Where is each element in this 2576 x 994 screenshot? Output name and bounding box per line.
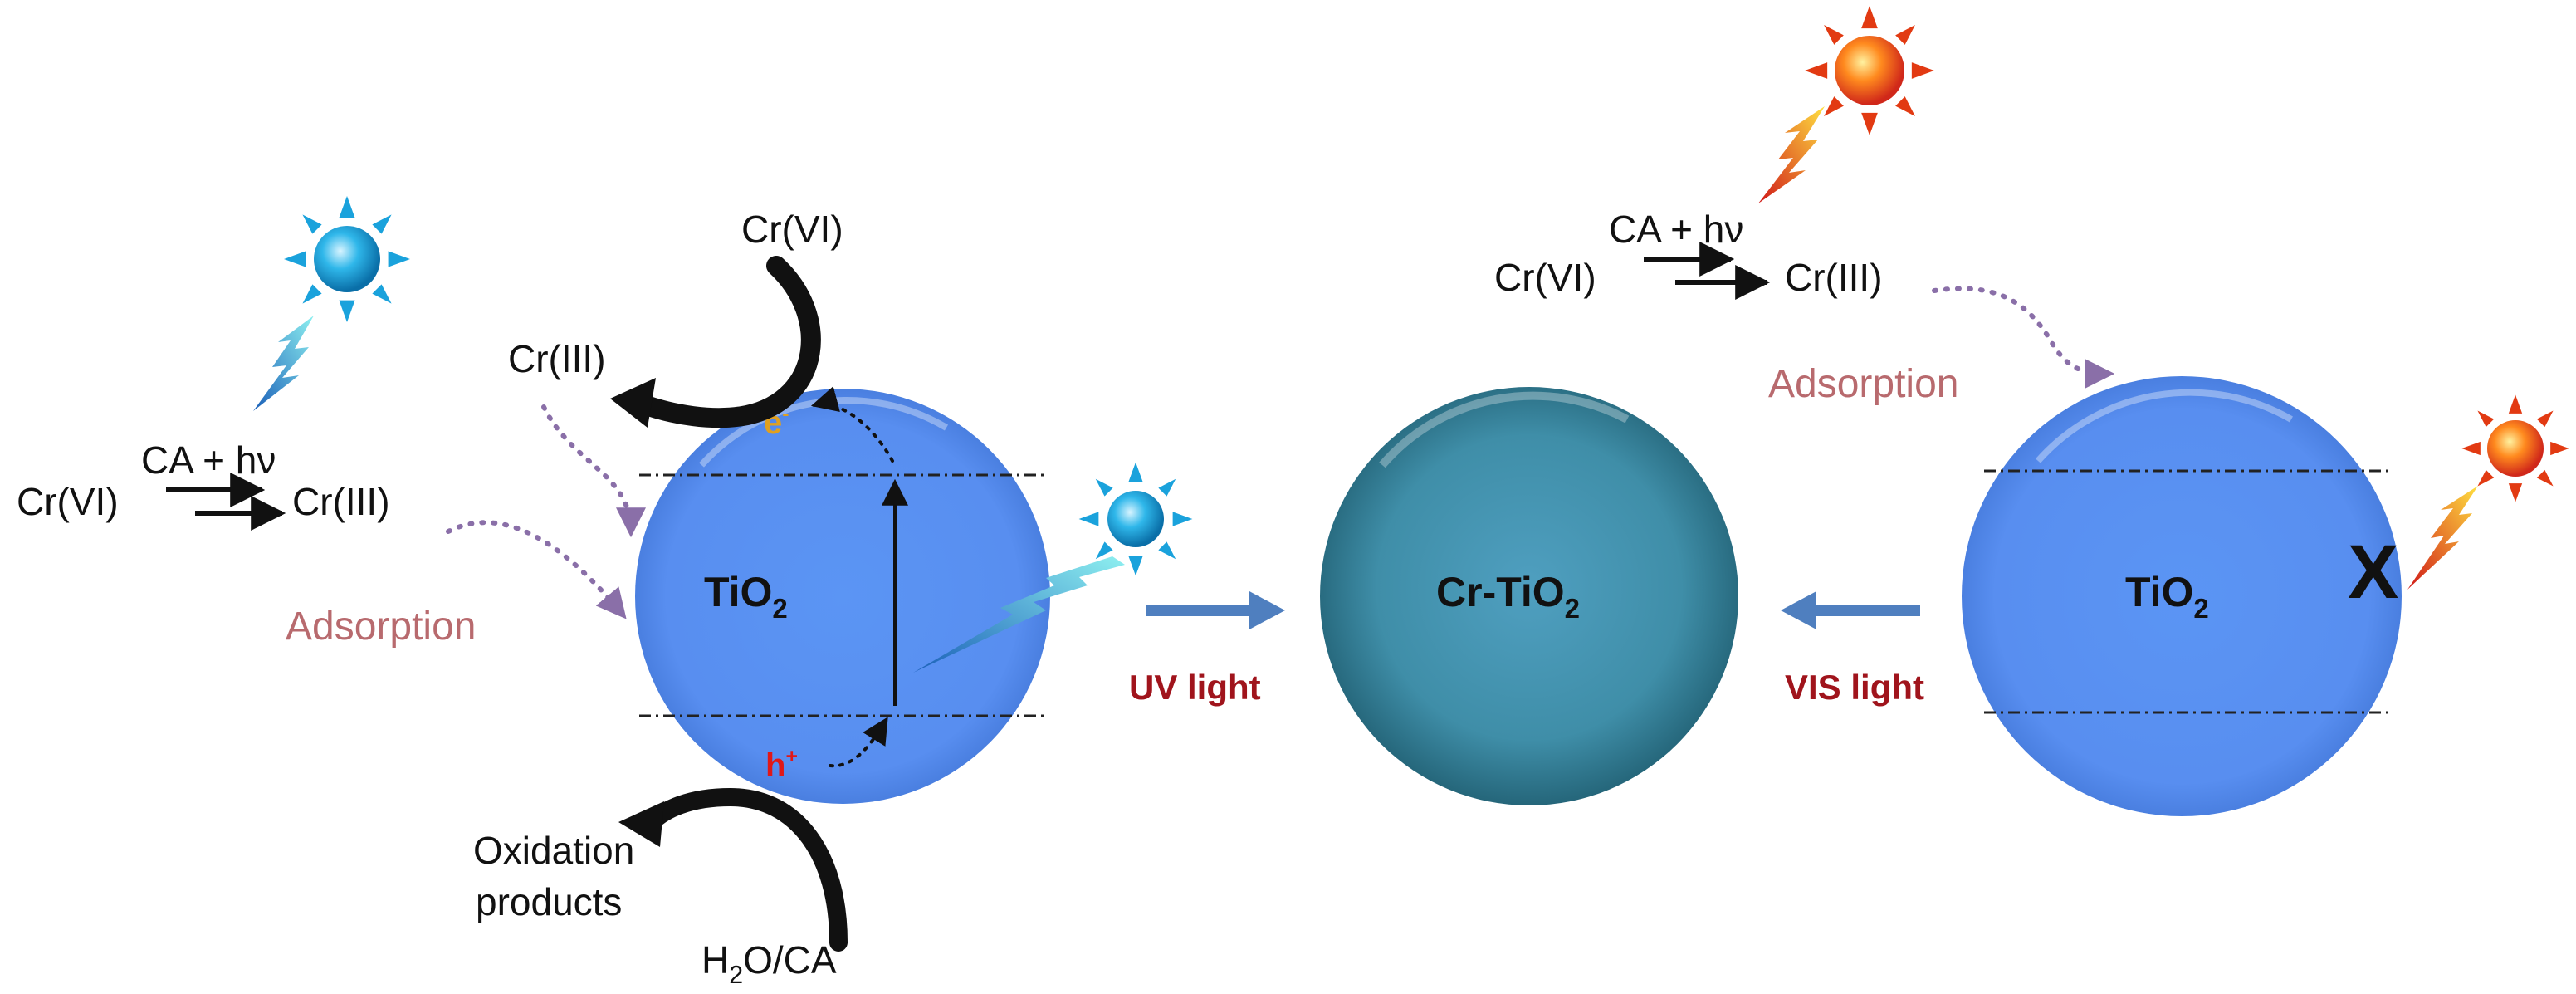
hole-dotted-arrow	[829, 717, 888, 768]
vis-sun-icon	[1805, 6, 1934, 135]
hole-label: h+	[765, 746, 798, 784]
right-panel: CA + hν Cr(VI) Cr(III) Adsorption TiO2 X	[1494, 6, 2569, 816]
uv-lightning-icon	[253, 316, 314, 411]
cr-tio2-label: Cr-TiO2	[1436, 569, 1580, 624]
cr-tio2-sphere	[1320, 387, 1738, 805]
oxidation-curved-arrow	[643, 787, 848, 952]
oxidation-out-line2: products	[476, 880, 622, 923]
vis-process-arrow: VIS light	[1781, 591, 1924, 707]
reduction-curved-arrow	[629, 256, 821, 428]
left-reaction-top-label: CA + hν	[141, 438, 276, 482]
tio2-label: TiO2	[704, 569, 788, 624]
right-reactant-label: Cr(VI)	[1494, 256, 1596, 299]
reduction-in-label: Cr(VI)	[741, 208, 843, 251]
left-reactant-label: Cr(VI)	[17, 480, 119, 523]
vis-lightning-icon	[1758, 106, 1825, 203]
uv-sun-icon-sphere	[1078, 462, 1193, 576]
left-panel: CA + hν Cr(VI) Cr(III) Adsorption	[17, 196, 627, 649]
right-adsorption-dotted-arrow	[1932, 286, 2115, 389]
left-adsorption-dotted-arrow	[446, 520, 627, 619]
vis-light-label: VIS light	[1785, 668, 1924, 707]
oxidation-in-label: H2O/CA	[701, 938, 837, 989]
reduction-arrowhead	[610, 378, 656, 428]
left-product-label: Cr(III)	[292, 480, 390, 523]
blocked-x-mark: X	[2348, 530, 2398, 615]
uv-sun-icon	[284, 196, 410, 322]
tio2-sphere	[635, 389, 1050, 804]
middle-adsorption-dotted-arrow	[541, 404, 646, 538]
uv-lightning-icon-sphere	[913, 556, 1125, 673]
electron-dotted-arrow	[810, 386, 894, 463]
oxidation-out-line1: Oxidation	[473, 829, 634, 872]
vis-lightning-icon-sphere	[2407, 486, 2478, 590]
right-adsorption-label: Adsorption	[1768, 362, 1958, 406]
cr-tio2-sphere-group: Cr-TiO2	[1320, 387, 1738, 805]
tio2-sphere-uv: TiO2 e- h+ Cr(VI) Cr(III) Oxidation prod…	[473, 208, 1193, 989]
reduction-out-label: Cr(III)	[508, 337, 606, 380]
right-tio2-sphere	[1962, 376, 2402, 816]
right-reaction-top-label: CA + hν	[1609, 208, 1743, 251]
oxidation-arrowhead	[618, 801, 664, 847]
vis-sun-icon-sphere	[2461, 394, 2569, 502]
uv-light-label: UV light	[1129, 668, 1261, 707]
right-product-label: Cr(III)	[1785, 256, 1883, 299]
right-tio2-label: TiO2	[2125, 569, 2209, 624]
left-adsorption-label: Adsorption	[286, 605, 476, 649]
uv-process-arrow: UV light	[1129, 591, 1285, 707]
